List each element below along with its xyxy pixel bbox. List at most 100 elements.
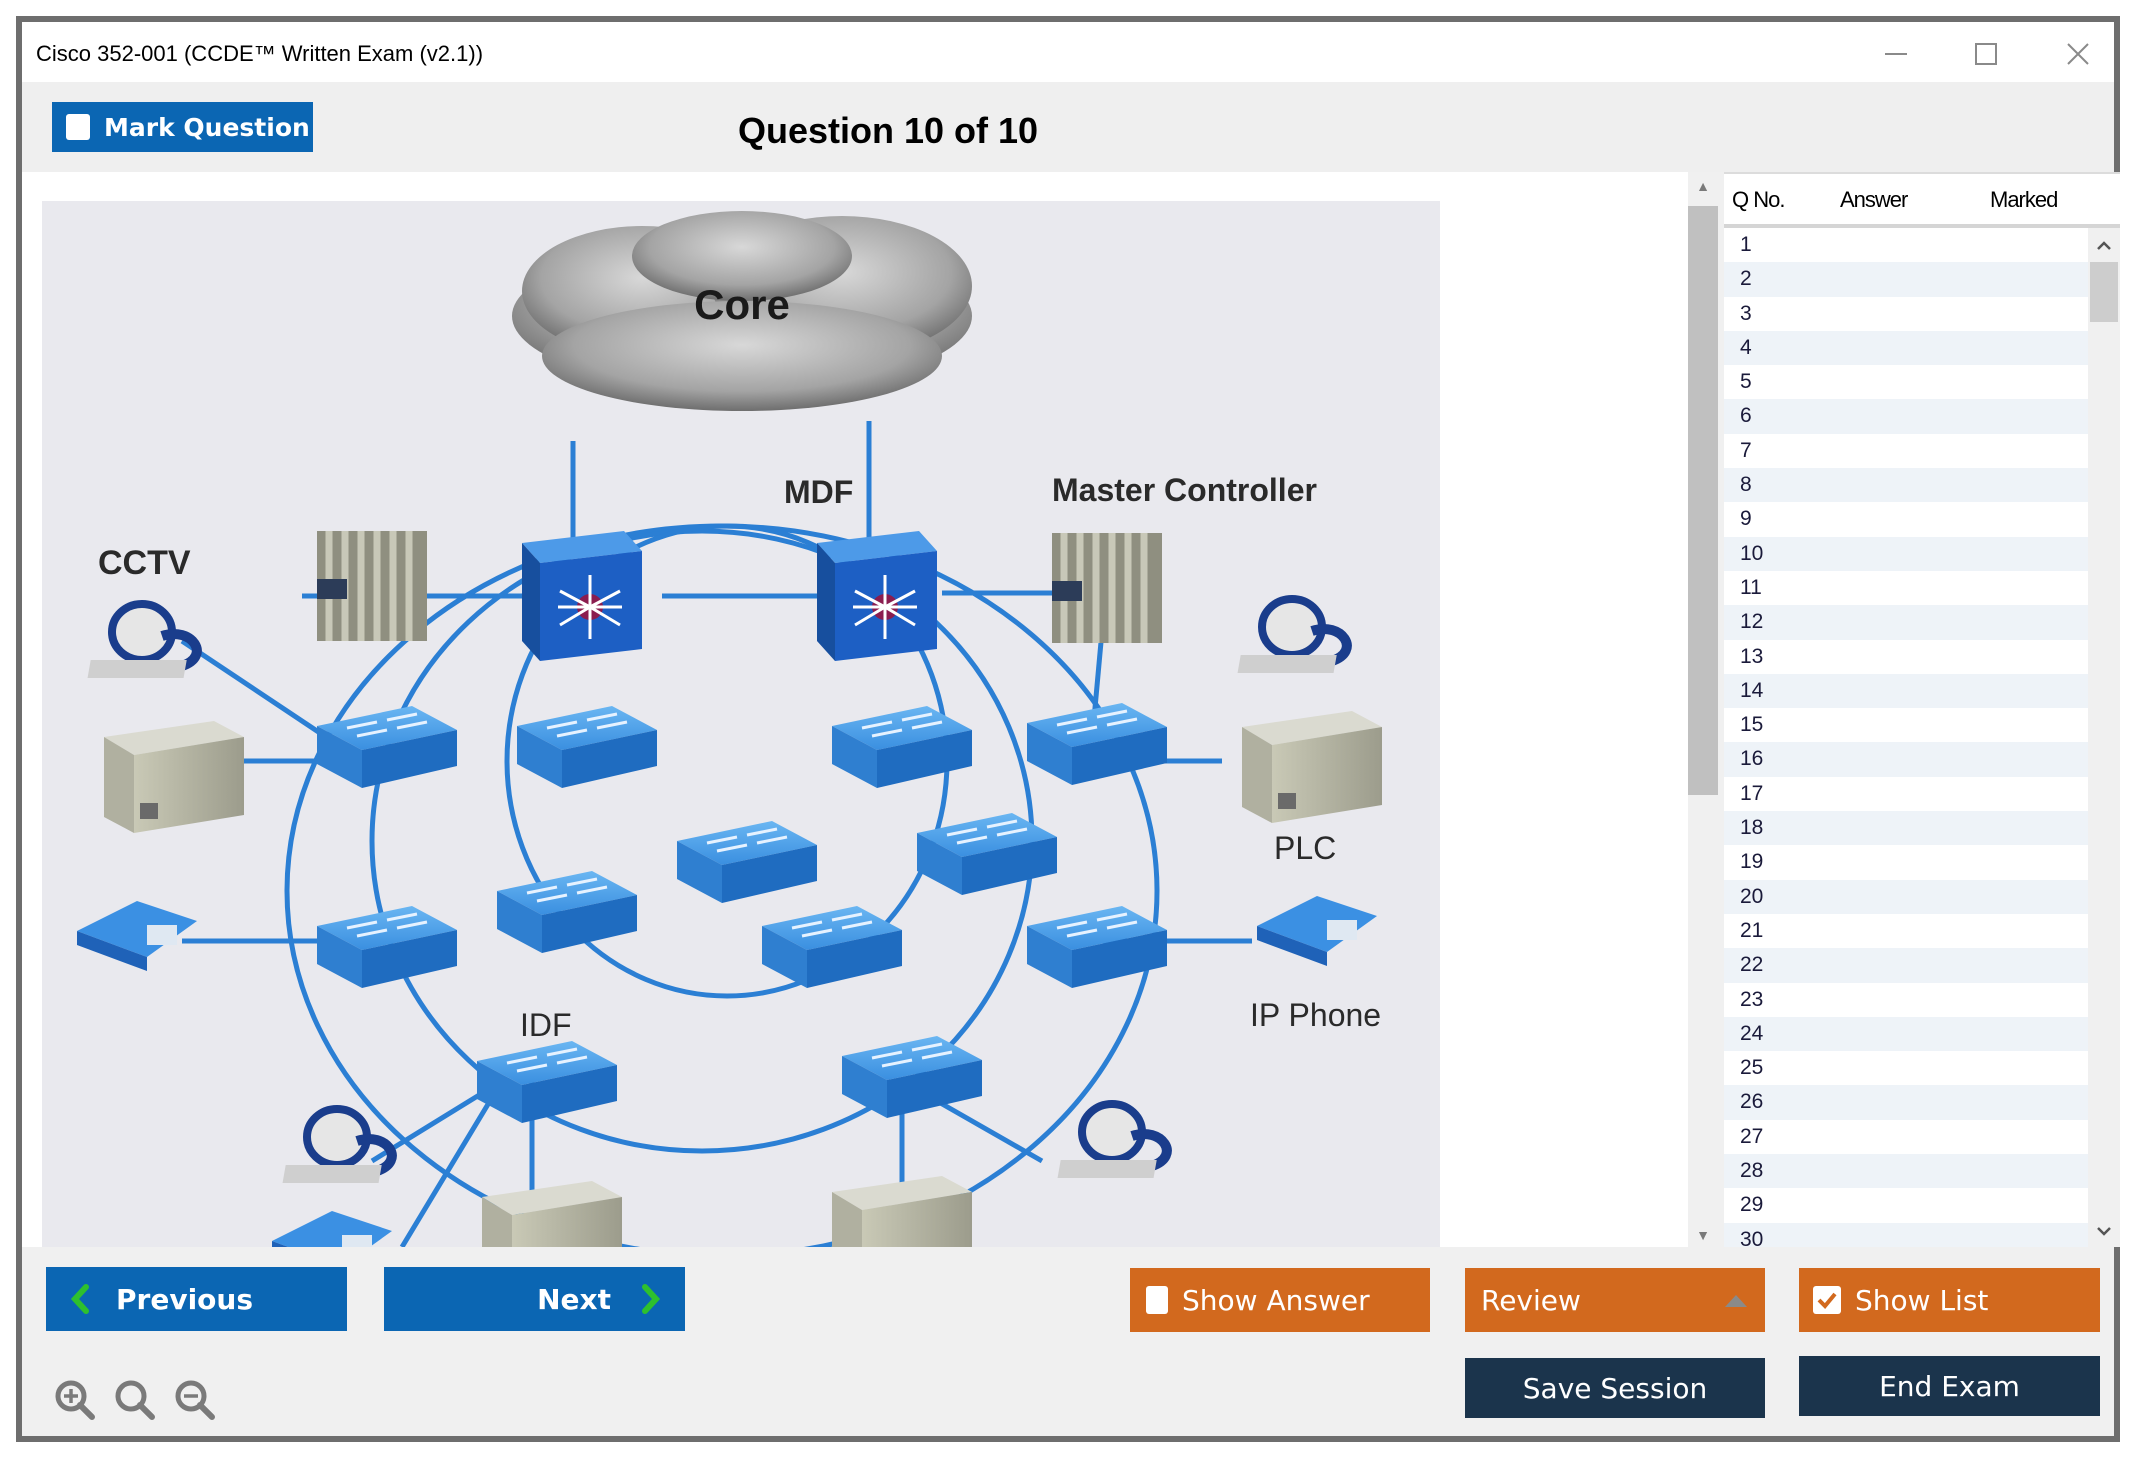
question-list-row[interactable]: 15	[1724, 708, 2088, 742]
label-cctv: CCTV	[98, 544, 191, 582]
question-number: 6	[1740, 404, 1752, 428]
question-list-row[interactable]: 4	[1724, 330, 2088, 366]
question-list-row[interactable]: 21	[1724, 914, 2088, 948]
question-list-header: Q No. Answer Marked	[1724, 172, 2120, 228]
question-list-row[interactable]: 7	[1724, 434, 2088, 468]
zoom-in-icon[interactable]	[53, 1378, 97, 1422]
question-number: 9	[1740, 507, 1752, 531]
question-list-row[interactable]: 11	[1724, 571, 2088, 605]
question-list-row[interactable]: 28	[1724, 1154, 2088, 1189]
question-list-row[interactable]: 18	[1724, 811, 2088, 846]
title-bar: Cisco 352-001 (CCDE™ Written Exam (v2.1)…	[22, 22, 2114, 82]
mark-question-button[interactable]: Mark Question	[52, 102, 313, 152]
close-button[interactable]	[2048, 34, 2108, 74]
question-list-scrollbar[interactable]	[2088, 228, 2120, 1247]
question-list-row[interactable]: 10	[1724, 536, 2088, 571]
question-number: 4	[1740, 335, 1752, 359]
question-number: 22	[1740, 953, 1764, 977]
close-icon	[2067, 43, 2089, 65]
question-list-row[interactable]: 27	[1724, 1120, 2088, 1154]
content-scroll-thumb[interactable]	[1688, 206, 1718, 795]
minimize-button[interactable]	[1866, 34, 1926, 74]
previous-button[interactable]: Previous	[46, 1267, 347, 1331]
mdf-switch-left	[520, 529, 644, 663]
zoom-out-icon[interactable]	[173, 1378, 217, 1422]
cctv-camera	[88, 604, 197, 678]
question-toolbar: Mark Question Question 10 of 10	[22, 82, 2114, 172]
show-answer-checkbox[interactable]	[1146, 1286, 1168, 1314]
question-list-row[interactable]: 13	[1724, 640, 2088, 674]
column-answer[interactable]: Answer	[1840, 187, 1908, 212]
question-number: 10	[1740, 541, 1764, 565]
label-ip-phone: IP Phone	[1250, 997, 1381, 1033]
question-list-row[interactable]: 17	[1724, 777, 2088, 811]
core-cloud	[512, 211, 972, 411]
question-number: 1	[1740, 233, 1752, 256]
question-list-row[interactable]: 2	[1724, 262, 2088, 297]
list-scroll-thumb[interactable]	[2090, 262, 2118, 322]
question-list-row[interactable]: 1	[1724, 228, 2088, 262]
question-list-row[interactable]: 3	[1724, 297, 2088, 331]
question-number: 13	[1740, 644, 1764, 668]
access-switch	[830, 704, 974, 790]
chevron-right-icon	[642, 1284, 661, 1314]
question-list-row[interactable]: 22	[1724, 948, 2088, 983]
mark-question-label: Mark Question	[104, 112, 310, 142]
review-dropdown[interactable]: Review	[1465, 1268, 1765, 1332]
question-number: 27	[1740, 1124, 1764, 1148]
question-list-row[interactable]: 26	[1724, 1085, 2088, 1120]
next-button[interactable]: Next	[384, 1267, 685, 1331]
access-switch	[675, 819, 819, 905]
save-session-button[interactable]: Save Session	[1465, 1358, 1765, 1418]
end-exam-button[interactable]: End Exam	[1799, 1356, 2100, 1416]
question-list-row[interactable]: 24	[1724, 1016, 2088, 1052]
scroll-down-arrow[interactable]: ▼	[1696, 1227, 1710, 1243]
question-list-row[interactable]: 30	[1724, 1222, 2088, 1247]
question-content: Core MDF Master Controller CCTV PLC IP P…	[22, 172, 1688, 1247]
show-answer-button[interactable]: Show Answer	[1130, 1268, 1430, 1332]
question-list-row[interactable]: 14	[1724, 673, 2088, 709]
question-list-row[interactable]: 19	[1724, 845, 2088, 879]
question-list-row[interactable]: 8	[1724, 468, 2088, 503]
show-list-checkbox[interactable]	[1813, 1286, 1841, 1314]
question-list-row[interactable]: 16	[1724, 742, 2088, 777]
question-number: 23	[1740, 987, 1764, 1011]
chevron-left-icon	[70, 1284, 89, 1314]
question-list-row[interactable]: 6	[1724, 399, 2088, 434]
column-q-no[interactable]: Q No.	[1732, 187, 1785, 212]
question-number: 28	[1740, 1159, 1764, 1183]
mdf-switch-right	[815, 529, 939, 663]
maximize-button[interactable]	[1956, 34, 2016, 74]
question-list-row[interactable]: 25	[1724, 1051, 2088, 1085]
previous-label: Previous	[116, 1282, 254, 1316]
question-number: 14	[1740, 678, 1764, 702]
column-marked[interactable]: Marked	[1990, 187, 2058, 212]
list-scroll-up-icon[interactable]	[2088, 230, 2120, 260]
mark-question-checkbox[interactable]	[66, 114, 90, 140]
label-master-controller: Master Controller	[1052, 472, 1317, 508]
question-number: 12	[1740, 610, 1764, 634]
question-list-row[interactable]: 23	[1724, 983, 2088, 1017]
cctv-camera	[283, 1109, 392, 1183]
question-list-row[interactable]: 12	[1724, 605, 2088, 640]
question-number: 20	[1740, 884, 1764, 908]
question-number: 26	[1740, 1090, 1764, 1114]
zoom-reset-icon[interactable]	[113, 1378, 157, 1422]
question-number: 7	[1740, 438, 1752, 462]
question-number: 15	[1740, 713, 1764, 737]
scroll-up-arrow[interactable]: ▲	[1696, 178, 1710, 194]
content-scrollbar[interactable]: ▲ ▼	[1688, 172, 1718, 1247]
list-scroll-down-icon[interactable]	[2088, 1217, 2120, 1247]
question-number: 29	[1740, 1193, 1764, 1217]
show-list-button[interactable]: Show List	[1799, 1268, 2100, 1332]
question-number: 16	[1740, 747, 1764, 771]
label-mdf: MDF	[784, 474, 853, 510]
question-list-row[interactable]: 29	[1724, 1188, 2088, 1222]
question-list-row[interactable]: 9	[1724, 502, 2088, 536]
question-list-row[interactable]: 20	[1724, 879, 2088, 914]
question-list-row[interactable]: 5	[1724, 365, 2088, 399]
idf-switch	[475, 1039, 619, 1125]
access-switch	[1025, 701, 1169, 787]
label-core: Core	[694, 281, 790, 328]
